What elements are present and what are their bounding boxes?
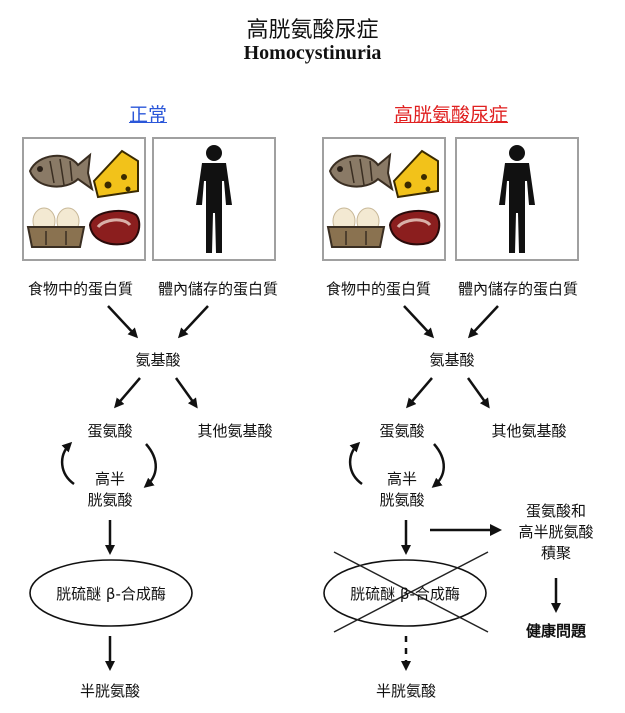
label-other-amino-normal: 其他氨基酸 (197, 422, 273, 440)
label-homocysteine-line2-disease: 胱氨酸 (379, 491, 425, 509)
label-methionine-normal: 蛋氨酸 (87, 422, 133, 440)
label-body-protein-disease: 體內儲存的蛋白質 (457, 280, 578, 298)
arrow-hcy-to-met-disease (349, 441, 363, 486)
page-title: 高胱氨酸尿症 (246, 18, 379, 43)
label-amino-acids-normal: 氨基酸 (135, 351, 181, 369)
body-panel-disease (455, 137, 579, 261)
label-enzyme-normal: 胱硫醚 β-合成酶 (56, 585, 166, 603)
label-homocysteine-line1-normal: 高半 (94, 470, 125, 488)
cheese-icon (392, 149, 439, 199)
label-cysteine-normal: 半胱氨酸 (79, 682, 140, 700)
arrow-body-to-amino-normal (177, 305, 209, 339)
label-other-amino-disease: 其他氨基酸 (491, 422, 567, 440)
label-accumulation-line1: 蛋氨酸和 (525, 502, 586, 520)
label-food-protein-disease: 食物中的蛋白質 (325, 280, 431, 298)
human-silhouette-icon (196, 145, 232, 253)
arrow-hcy-to-met-normal (61, 441, 75, 486)
eggs-icon (326, 207, 386, 248)
arrow-amino-to-met-disease (406, 377, 433, 409)
label-health-problems: 健康問題 (525, 622, 586, 640)
page-subtitle: Homocystinuria (243, 42, 382, 64)
arrow-amino-to-met-normal (114, 377, 141, 409)
arrow-amino-to-other-normal (174, 377, 198, 409)
food-panel-disease (322, 137, 446, 261)
label-food-protein-normal: 食物中的蛋白質 (27, 280, 133, 298)
label-methionine-disease: 蛋氨酸 (379, 422, 425, 440)
human-silhouette-icon (499, 145, 535, 253)
steak-icon (388, 209, 441, 246)
body-panel-normal (152, 137, 276, 261)
label-accumulation-line2: 高半胱氨酸 (518, 523, 594, 541)
enzyme-ellipse-disease (323, 559, 487, 627)
enzyme-cross-line-2 (333, 551, 489, 633)
label-enzyme-disease: 胱硫醚 β-合成酶 (350, 585, 460, 603)
cheese-icon (92, 149, 139, 199)
arrow-body-to-amino-disease (467, 305, 499, 339)
label-homocysteine-line2-normal: 胱氨酸 (87, 491, 133, 509)
fish-icon (28, 152, 94, 192)
label-cysteine-disease: 半胱氨酸 (375, 682, 436, 700)
food-panel-normal (22, 137, 146, 261)
arrow-met-to-hcy-normal (143, 443, 157, 488)
normal-heading: 正常 (128, 104, 167, 126)
steak-icon (88, 209, 141, 246)
disease-heading: 高胱氨酸尿症 (393, 104, 508, 126)
label-amino-acids-disease: 氨基酸 (429, 351, 475, 369)
eggs-icon (26, 207, 86, 248)
arrow-met-to-hcy-disease (431, 443, 445, 488)
fish-icon (328, 152, 394, 192)
enzyme-ellipse-normal (29, 559, 193, 627)
arrow-amino-to-other-disease (466, 377, 490, 409)
label-accumulation-line3: 積聚 (540, 544, 571, 562)
label-homocysteine-line1-disease: 高半 (386, 470, 417, 488)
arrow-food-to-amino-disease (403, 305, 435, 339)
arrow-food-to-amino-normal (107, 305, 139, 339)
label-body-protein-normal: 體內儲存的蛋白質 (157, 280, 278, 298)
